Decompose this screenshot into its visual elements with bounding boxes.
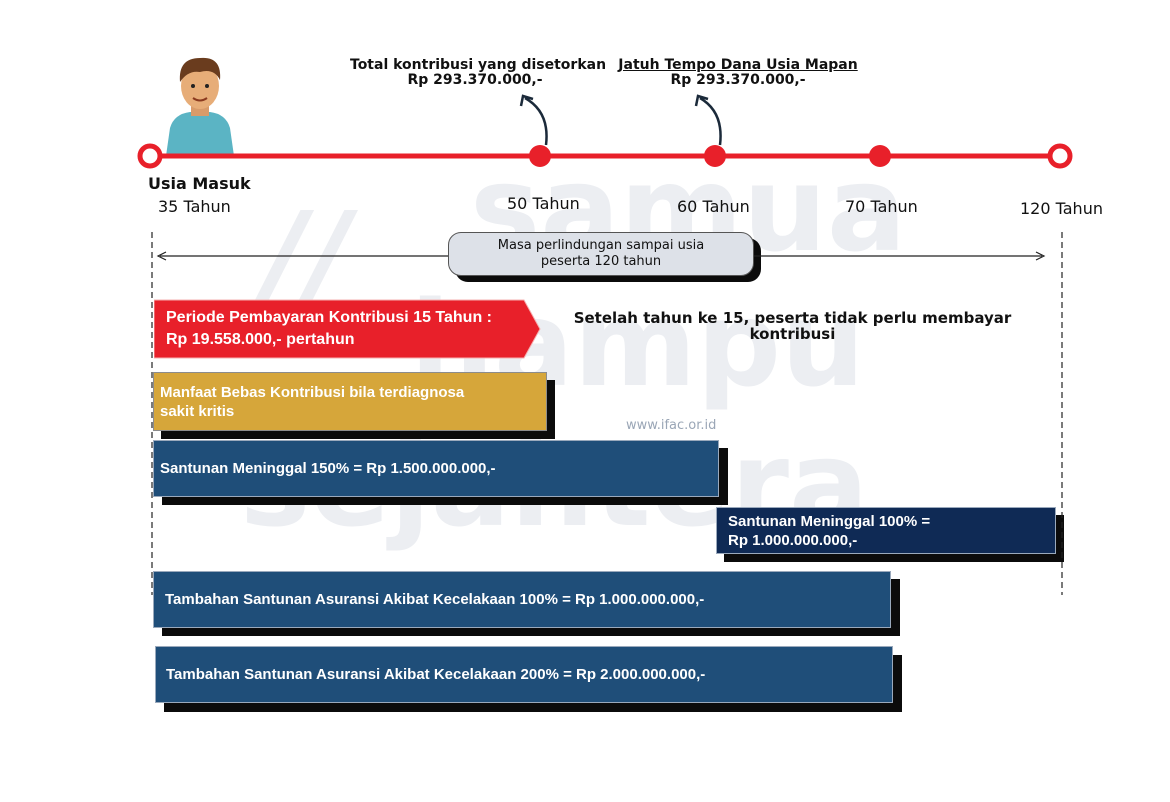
age-label-60: 60 Tahun bbox=[677, 197, 750, 216]
accident-benefit-100-bar: Tambahan Santunan Asuransi Akibat Kecela… bbox=[153, 571, 891, 628]
payment-period-line2: Rp 19.558.000,- pertahun bbox=[166, 331, 355, 348]
protection-period-pill: Masa perlindungan sampai usia peserta 12… bbox=[448, 232, 754, 276]
age-label-70: 70 Tahun bbox=[845, 197, 918, 216]
death-benefit-100-bar: Santunan Meninggal 100% = Rp 1.000.000.0… bbox=[716, 507, 1056, 554]
annotation-maturity-value: Rp 293.370.000,- bbox=[670, 72, 806, 88]
arrow-total-contribution bbox=[524, 96, 548, 146]
death-benefit-150-text: Santunan Meninggal 150% = Rp 1.500.000.0… bbox=[160, 460, 496, 477]
age-label-120: 120 Tahun bbox=[1020, 199, 1103, 218]
protection-period-line1: Masa perlindungan sampai usia bbox=[497, 238, 705, 253]
annotation-total-contribution-title: Total kontribusi yang disetorkan bbox=[350, 57, 607, 73]
after-payment-note: Setelah tahun ke 15, peserta tidak perlu… bbox=[560, 310, 1025, 342]
payment-period-line1: Periode Pembayaran Kontribusi 15 Tahun : bbox=[166, 309, 492, 326]
waiver-benefit-line2: sakit kritis bbox=[160, 402, 235, 420]
death-benefit-100-line1: Santunan Meninggal 100% = bbox=[728, 512, 931, 530]
timeline-marker-70 bbox=[869, 145, 891, 167]
death-benefit-100-line2: Rp 1.000.000.000,- bbox=[728, 531, 858, 549]
annotation-total-contribution: Total kontribusi yang disetorkan Rp 293.… bbox=[350, 57, 607, 88]
waiver-benefit-bar: Manfaat Bebas Kontribusi bila terdiagnos… bbox=[153, 372, 547, 431]
timeline-marker-50 bbox=[529, 145, 551, 167]
watermark-slash: // bbox=[262, 188, 350, 327]
timeline-start-marker bbox=[137, 143, 163, 169]
age-label-50: 50 Tahun bbox=[507, 194, 580, 213]
waiver-benefit-line1: Manfaat Bebas Kontribusi bila terdiagnos… bbox=[160, 383, 465, 401]
payment-period-arrow bbox=[154, 299, 541, 359]
start-title: Usia Masuk bbox=[148, 174, 251, 193]
death-benefit-150-bar: Santunan Meninggal 150% = Rp 1.500.000.0… bbox=[153, 440, 719, 497]
annotation-maturity-title: Jatuh Tempo Dana Usia Mapan bbox=[618, 57, 858, 73]
accident-benefit-100-text: Tambahan Santunan Asuransi Akibat Kecela… bbox=[165, 591, 705, 608]
protection-period-line2: peserta 120 tahun bbox=[540, 254, 662, 269]
timeline-end-marker bbox=[1047, 143, 1073, 169]
annotation-total-contribution-value: Rp 293.370.000,- bbox=[407, 72, 543, 88]
timeline-marker-60 bbox=[704, 145, 726, 167]
payment-period-text: Periode Pembayaran Kontribusi 15 Tahun :… bbox=[166, 307, 492, 351]
accident-benefit-200-bar: Tambahan Santunan Asuransi Akibat Kecela… bbox=[155, 646, 893, 703]
arrow-maturity bbox=[699, 96, 722, 146]
after-payment-note-line2: kontribusi bbox=[749, 325, 836, 343]
after-payment-note-line1: Setelah tahun ke 15, peserta tidak perlu… bbox=[573, 309, 1012, 327]
accident-benefit-200-text: Tambahan Santunan Asuransi Akibat Kecela… bbox=[166, 666, 706, 683]
age-label-35: 35 Tahun bbox=[158, 197, 231, 216]
annotation-maturity: Jatuh Tempo Dana Usia Mapan Rp 293.370.0… bbox=[618, 58, 858, 88]
person-avatar bbox=[166, 57, 234, 156]
website-text: www.ifac.or.id bbox=[626, 418, 717, 433]
